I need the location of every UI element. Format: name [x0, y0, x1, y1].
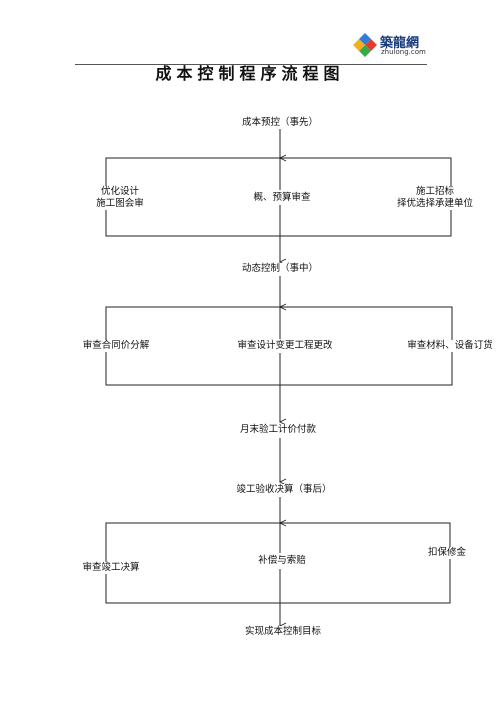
node-final-account-review: 审查竣工决算 [80, 562, 142, 574]
node-contract-review: 审查合同价分解 [80, 340, 152, 352]
node-design-change-review: 审查设计变更工程更改 [235, 340, 335, 352]
logo-mark-icon [353, 33, 377, 57]
node-optimize-design-group: 优化设计 施工图会审 [94, 186, 146, 210]
node-completion-settlement: 竣工验收决算（事后） [234, 484, 334, 496]
node-pre-control: 成本预控（事先） [239, 117, 321, 129]
node-monthly-payment: 月末验工计价付款 [237, 424, 319, 436]
header-rule [75, 64, 427, 65]
node-compensation-claims: 补偿与索赔 [256, 555, 308, 567]
node-budget-review: 概、预算审查 [251, 192, 313, 204]
node-tender-group: 施工招标 择优选择承建单位 [394, 186, 476, 210]
node-dynamic-control: 动态控制（事中） [239, 263, 321, 275]
page-title: 成本控制程序流程图 [155, 64, 345, 83]
logo-name: 築龍網 [380, 36, 420, 51]
node-optimize-design: 优化设计 [100, 186, 140, 197]
node-select-contractor: 择优选择承建单位 [396, 198, 474, 209]
node-achieve-target: 实现成本控制目标 [242, 626, 324, 638]
logo-site: zhulong.com [381, 48, 426, 56]
node-retention-deduction: 扣保修金 [425, 547, 469, 559]
zhulong-logo: 築龍網 zhulong.com [352, 30, 432, 60]
node-material-order-review: 审查材料、设备订货 [405, 340, 495, 352]
node-drawing-review: 施工图会审 [96, 198, 144, 209]
node-tender: 施工招标 [415, 186, 455, 197]
